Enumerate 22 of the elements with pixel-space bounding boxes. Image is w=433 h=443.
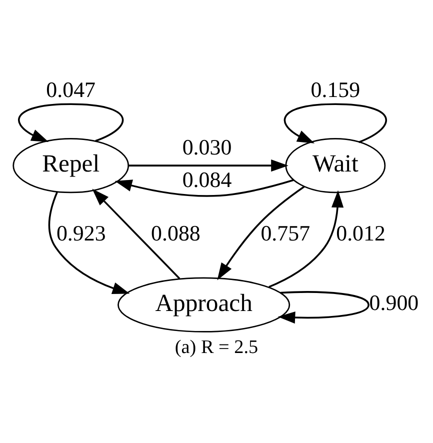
arrow: [268, 190, 344, 288]
node-ellipse: Repel: [12, 138, 130, 194]
arrow: [114, 179, 294, 197]
edge-label: 0.757: [260, 220, 310, 246]
edge-label: 0.923: [56, 220, 106, 246]
node-ellipse: Approach: [118, 277, 290, 332]
arrow: [278, 291, 370, 324]
edge-label: 0.030: [182, 134, 232, 160]
arrow: [128, 160, 288, 172]
edge-label: 0.012: [336, 220, 386, 246]
edge-label: 0.047: [46, 77, 96, 102]
node-ellipse: Wait: [285, 138, 386, 194]
caption: (a) R = 2.5: [174, 336, 258, 358]
arrow: [284, 103, 387, 144]
edge-label: 0.084: [182, 167, 232, 192]
edge-label: 0.088: [151, 220, 200, 246]
edge-label: 0.900: [369, 290, 419, 316]
edge-label: 0.159: [310, 77, 360, 102]
arrow: [48, 192, 130, 294]
arrow: [217, 186, 305, 280]
arrow: [18, 103, 124, 142]
arrow: [92, 188, 180, 280]
